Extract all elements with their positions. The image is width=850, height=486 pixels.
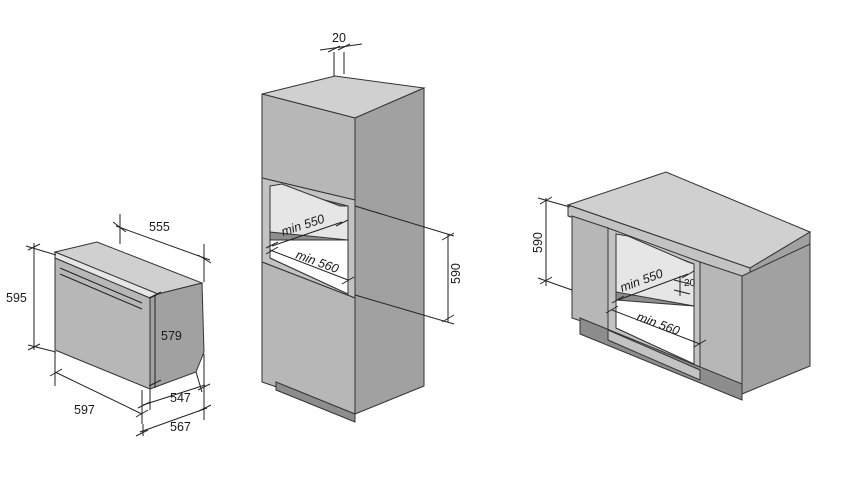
dim-oven-inner-height: 579 [148, 291, 182, 388]
dim-oven-width: 597 [49, 352, 149, 424]
oven-door-top-line [59, 273, 143, 310]
counter-niche-height-label: 590 [531, 232, 545, 253]
tall-top-gap-label: 20 [332, 31, 346, 45]
dim-oven-bottom-depth: 547 567 [135, 354, 212, 437]
oven-depth-label: 555 [149, 220, 170, 234]
oven-height-label: 595 [6, 291, 27, 305]
oven-drawing: 555 595 579 597 [6, 214, 212, 437]
dim-tall-niche-height: 590 [354, 205, 463, 325]
dim-oven-height: 595 [6, 243, 57, 353]
counter-base [607, 329, 701, 381]
counter-niche-inner [615, 233, 695, 307]
counter-left-front [571, 215, 609, 331]
counter-gap-label: 20 [684, 278, 696, 289]
dim-counter-niche-height: 590 [531, 196, 573, 291]
oven-width-label: 597 [74, 403, 95, 417]
under-counter-drawing: 590 min 550 20 min 560 [531, 171, 812, 401]
tall-side-face [354, 87, 425, 415]
tall-plinth [275, 381, 356, 423]
dim-oven-depth: 555 [112, 214, 212, 282]
oven-inner-height-label: 579 [161, 329, 182, 343]
oven-panel-line [59, 267, 143, 304]
dim-tall-top-gap: 20 [319, 31, 363, 76]
tall-niche-height-label: 590 [449, 263, 463, 284]
oven-total-depth-label: 567 [170, 420, 191, 434]
dim-counter-gap: 20 [673, 276, 696, 296]
tall-cabinet-drawing: 20 min 550 min 560 590 [261, 31, 463, 423]
tall-niche-inner [269, 183, 349, 241]
oven-body-depth-label: 547 [170, 391, 191, 405]
